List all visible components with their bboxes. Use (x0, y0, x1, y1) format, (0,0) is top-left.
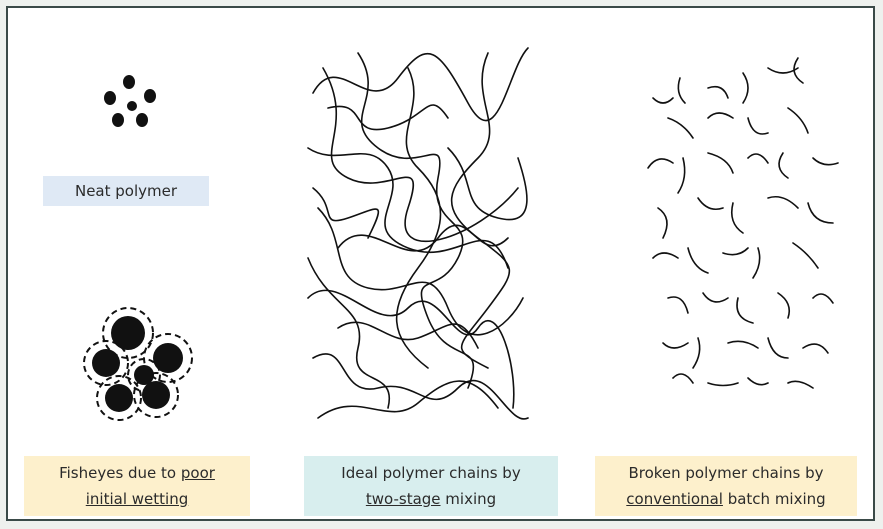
ideal-label-underlined: two-stage (366, 490, 441, 508)
broken-label-line1: Broken polymer chains by (628, 464, 823, 482)
fisheye-cluster (84, 308, 192, 420)
neat-polymer-dots (104, 75, 156, 127)
broken-chains-label: Broken polymer chains by conventional ba… (595, 456, 857, 516)
broken-label-after: batch mixing (723, 490, 826, 508)
ideal-chains (308, 48, 528, 419)
fisheye-label-underlined-wetting: initial wetting (86, 490, 188, 508)
figure-frame: Neat polymer Fisheyes due to poor initia… (6, 6, 875, 521)
neat-polymer-label: Neat polymer (43, 176, 209, 206)
ideal-label-after: mixing (441, 490, 497, 508)
ideal-label-line1: Ideal polymer chains by (341, 464, 520, 482)
fisheye-label: Fisheyes due to poor initial wetting (24, 456, 250, 516)
fisheye-label-underlined-poor: poor (181, 464, 215, 482)
ideal-chains-label: Ideal polymer chains by two-stage mixing (304, 456, 558, 516)
broken-chains (648, 58, 838, 388)
fisheye-label-text: Fisheyes due to (59, 464, 181, 482)
broken-label-underlined: conventional (626, 490, 723, 508)
diagram-artwork (8, 8, 875, 521)
